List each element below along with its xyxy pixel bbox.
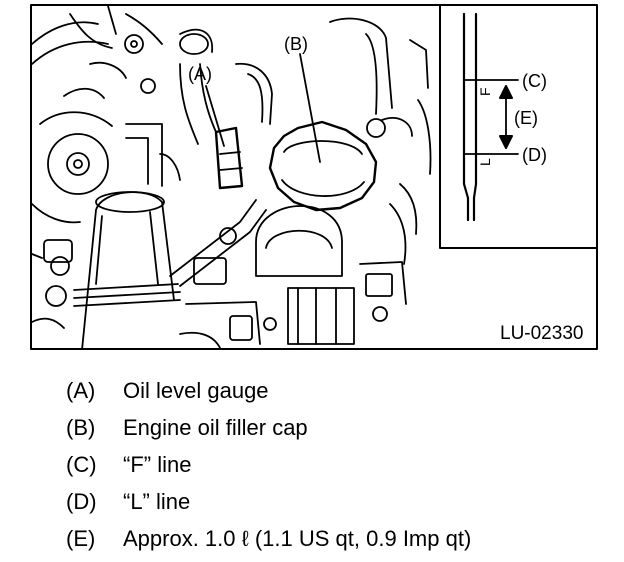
legend-item: (B) Engine oil filler cap xyxy=(66,409,606,446)
engine-bay-illustration: (A) (B) (C) (E) (D) F L LU-02330 xyxy=(30,4,598,350)
callout-a: (A) xyxy=(188,64,212,84)
callout-c: (C) xyxy=(522,71,547,91)
legend-text: Oil level gauge xyxy=(123,378,269,403)
callout-b: (B) xyxy=(284,34,308,54)
legend-list: (A) Oil level gauge (B) Engine oil filler … xyxy=(66,372,606,557)
dipstick-mark-l: L xyxy=(477,158,493,166)
legend-key: (D) xyxy=(66,489,97,514)
figure-code: LU-02330 xyxy=(500,323,583,344)
leader-a xyxy=(205,85,225,147)
legend-key: (C) xyxy=(66,452,97,477)
legend-text: “F” line xyxy=(123,452,192,477)
legend-text: “L” line xyxy=(123,489,191,514)
legend-item: (D) “L” line xyxy=(66,483,606,520)
legend-item: (A) Oil level gauge xyxy=(66,372,606,409)
engine-bay-drawing xyxy=(31,5,432,350)
dipstick xyxy=(462,12,478,222)
legend-key: (B) xyxy=(66,415,96,440)
leader-b xyxy=(299,53,321,163)
oil-filler-cap-outline xyxy=(268,120,378,212)
legend-key: (A) xyxy=(66,378,96,403)
engine-diagram: (A) (B) (C) (E) (D) F L LU-02330 xyxy=(30,4,598,350)
legend-text: Approx. 1.0 ℓ (1.1 US qt, 0.9 Imp qt) xyxy=(123,526,472,551)
legend-item: (E) Approx. 1.0 ℓ (1.1 US qt, 0.9 Imp qt) xyxy=(66,520,606,557)
callout-e: (E) xyxy=(514,108,538,128)
callout-d: (D) xyxy=(522,145,547,165)
legend-text: Engine oil filler cap xyxy=(123,415,308,440)
legend-key: (E) xyxy=(66,526,96,551)
legend-item: (C) “F” line xyxy=(66,446,606,483)
dipstick-inset xyxy=(439,4,598,249)
callout-leaders xyxy=(205,53,321,163)
dipstick-mark-f: F xyxy=(477,87,493,96)
figure-border xyxy=(30,4,598,350)
